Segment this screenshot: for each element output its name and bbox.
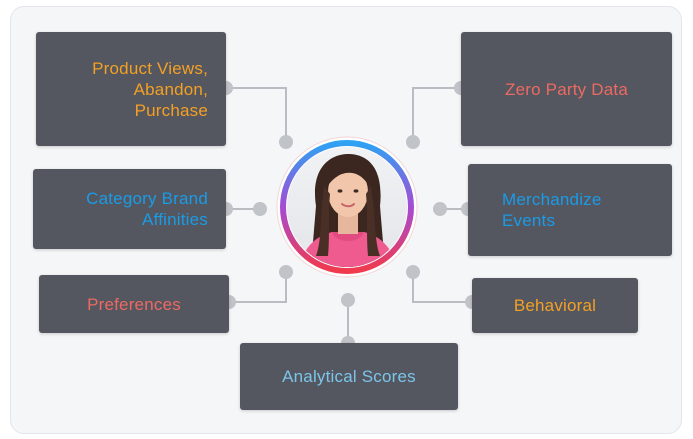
- dot-merchandize-hub: [433, 202, 447, 216]
- node-zero-party-data-label: Zero Party Data: [505, 79, 628, 99]
- dot-zero-party-hub: [406, 135, 420, 149]
- dot-category-brand-hub: [253, 202, 267, 216]
- customer-avatar: [276, 136, 418, 278]
- node-category-brand-affinities: Category Brand Affinities: [33, 169, 226, 249]
- node-analytical-scores-label: Analytical Scores: [282, 367, 416, 386]
- connector-zero-party: [412, 87, 461, 142]
- node-behavioral-label: Behavioral: [513, 296, 597, 315]
- node-preferences-label: Preferences: [87, 294, 181, 314]
- node-product-views: Product Views, Abandon, Purchase: [36, 32, 226, 146]
- person-photo-icon: [276, 136, 418, 278]
- node-behavioral: Behavioral: [472, 278, 638, 333]
- dot-product-views-hub: [279, 135, 293, 149]
- node-preferences: Preferences: [39, 275, 229, 333]
- node-merchandize-events: Merchandize Events: [468, 164, 672, 256]
- connector-behavioral: [412, 272, 472, 303]
- connector-product-views: [226, 87, 287, 142]
- dot-analytical-hub: [341, 293, 355, 307]
- node-category-brand-affinities-label: Category Brand Affinities: [86, 189, 208, 229]
- node-zero-party-data: Zero Party Data: [461, 32, 672, 146]
- connector-preferences: [229, 272, 287, 303]
- node-analytical-scores: Analytical Scores: [240, 343, 458, 410]
- dot-preferences-hub: [279, 265, 293, 279]
- node-product-views-label: Product Views, Abandon, Purchase: [92, 58, 208, 120]
- node-merchandize-events-label: Merchandize Events: [502, 190, 602, 230]
- dot-behavioral-hub: [406, 265, 420, 279]
